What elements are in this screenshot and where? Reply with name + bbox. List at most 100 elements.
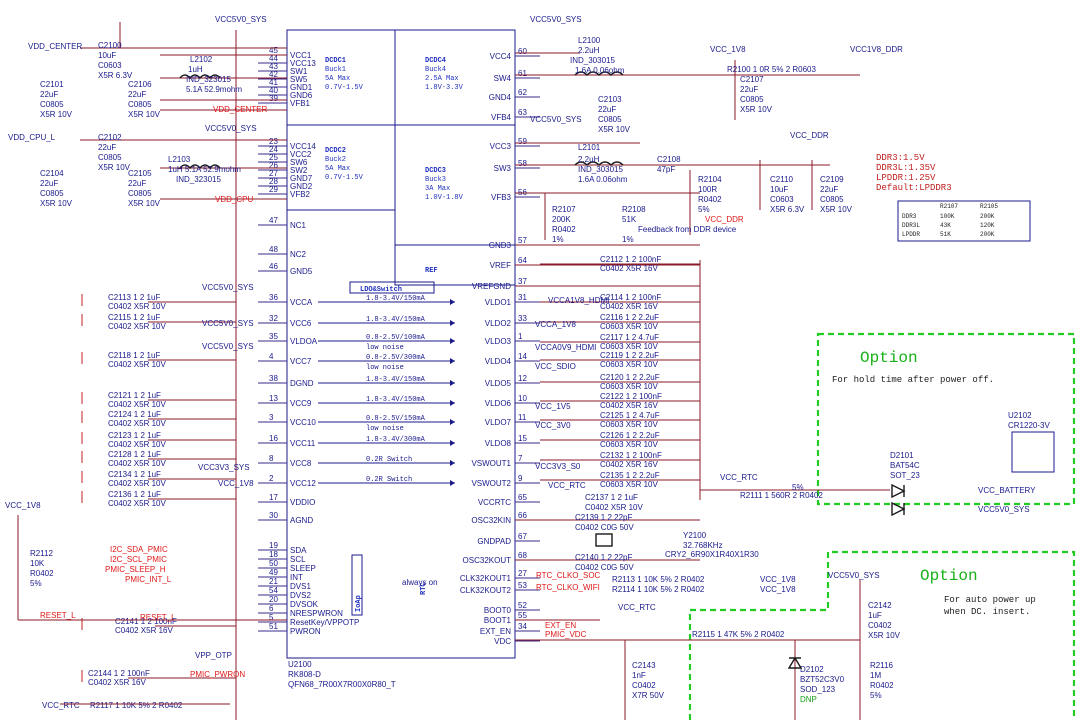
- ldo-spec-label: 0.8-2.5V/300mA: [366, 354, 426, 362]
- net-rtc-clko-wifi: RTC_CLKO_WIFI: [536, 583, 600, 592]
- u2102-part: CR1220-3V: [1008, 421, 1050, 430]
- r2113-label: R2113 1 10K 5% 2 R0402: [612, 575, 705, 584]
- cap-pkg-spec: C0402 X5R 10V: [108, 479, 166, 488]
- ldo-spec-lownoise: low noise: [366, 425, 404, 433]
- cap-ref: C2121 1 2 1uF: [108, 391, 161, 400]
- right-pin-name: OSC32KOUT: [463, 556, 512, 565]
- cap-spec: X5R 10V: [128, 110, 161, 119]
- left-pin-number: 48: [269, 245, 278, 254]
- c2139-label: C2139 1 2 22pF: [575, 513, 632, 522]
- net-pmic-int: PMIC_INT_L: [125, 575, 172, 584]
- cap-ref: C2112 1 2 100nF: [600, 255, 661, 264]
- r2117-label: R2117 1 10K 5% 2 R0402: [90, 701, 183, 710]
- right-pin-name: VLDO6: [485, 399, 512, 408]
- net-pmic-vdc: PMIC_VDC: [545, 630, 587, 639]
- net-vcc-3v0: VCC_3V0: [535, 421, 571, 430]
- left-pin-name: VCC2: [290, 150, 312, 159]
- left-pin-number: 6: [269, 604, 274, 613]
- ldo-spec-label: 0.2R Switch: [366, 456, 412, 464]
- r2107-pkg: R0402: [552, 225, 576, 234]
- c2143-ref: C2143: [632, 661, 656, 670]
- cap-ref: C2141 1 2 100nF: [115, 617, 177, 626]
- l2103-ref: L2103: [168, 155, 191, 164]
- net-vcca-1v8: VCCA_1V8: [535, 320, 576, 329]
- right-pin-number: 10: [518, 394, 527, 403]
- right-pin-name: VLDO5: [485, 379, 512, 388]
- r2107-tol: 1%: [552, 235, 564, 244]
- left-pin-name: PWRON: [290, 627, 321, 636]
- net-vdd-cpu-fb: VDD_CPU: [215, 195, 253, 204]
- l2100-ref: L2100: [578, 36, 601, 45]
- cap-ref: C2128 1 2 1uF: [108, 450, 161, 459]
- ldo-spec-label: 0.2R Switch: [366, 476, 412, 484]
- right-pin-name: VCC4: [490, 52, 512, 61]
- d2101-ref: D2101: [890, 451, 914, 460]
- ldo-spec-label: 1.8-3.4V/150mA: [366, 376, 426, 384]
- c2109-pkg: C0805: [820, 195, 844, 204]
- cap-pkg-spec: C0402 X5R 10V: [108, 459, 166, 468]
- left-pin-number: 35: [269, 332, 278, 341]
- y2100-pkg: CRY2_6R90X1R40X1R30: [665, 550, 759, 559]
- left-pin-name: NC1: [290, 221, 307, 230]
- right-pin-name: VLDO4: [485, 357, 512, 366]
- cap-ref: C2124 1 2 1uF: [108, 410, 161, 419]
- ddr-line-1: DDR3:1.5V: [876, 153, 925, 163]
- left-pin-name: VDDIO: [290, 498, 315, 507]
- pmic-part: RK808-D: [288, 670, 321, 679]
- ldo-arrow-head: [450, 358, 455, 364]
- left-pin-name: DGND: [290, 379, 314, 388]
- c2109-val: 22uF: [820, 185, 838, 194]
- ddr-line-2: DDR3L:1.35V: [876, 163, 936, 173]
- right-pin-name: VREFGND: [472, 282, 511, 291]
- cap-ref: C2135 1 2 2.2uF: [600, 471, 660, 480]
- r2104-val: 100R: [698, 185, 717, 194]
- net-vcc5v0-sys-3: VCC5V0_SYS: [202, 283, 254, 292]
- cap-pkg-spec: C0402 X5R 16V: [600, 401, 658, 410]
- net-pmic-sleep: PMIC_SLEEP_H: [105, 565, 166, 574]
- ldo-arrow-head: [450, 460, 455, 466]
- ddr-table-head: R2107: [940, 203, 958, 210]
- right-pin-name: GND4: [489, 93, 512, 102]
- left-pin-number: 20: [269, 595, 278, 604]
- r2114-label: R2114 1 10K 5% 2 R0402: [612, 585, 705, 594]
- right-pin-name: VSWOUT1: [471, 459, 511, 468]
- c2110-spec: X5R 6.3V: [770, 205, 805, 214]
- cap-pkg-spec: C0603 X5R 10V: [600, 360, 658, 369]
- net-vcc5v0-sys-4: VCC5V0_SYS: [202, 319, 254, 328]
- ddr-line-3: LPDDR:1.25V: [876, 173, 936, 183]
- ldo-spec-label: 0.8-2.5V/150mA: [366, 415, 426, 423]
- c2109-ref: C2109: [820, 175, 844, 184]
- r2100-label: R2100 1 0R 5% 2 R0603: [727, 65, 817, 74]
- ldo-arrow-head: [450, 338, 455, 344]
- left-pin-number: 47: [269, 216, 278, 225]
- left-pin-name: AGND: [290, 516, 313, 525]
- ldo-arrow-head: [450, 299, 455, 305]
- right-pin-name: VDC: [494, 637, 511, 646]
- left-pin-number: 3: [269, 413, 274, 422]
- l2103-pkg: IND_323015: [176, 175, 221, 184]
- cap-ref: C2113 1 2 1uF: [108, 293, 160, 302]
- ldo-spec-label: 1.8-3.4V/150mA: [366, 295, 426, 303]
- left-pin-number: 39: [269, 94, 278, 103]
- cap-ref: C2101: [40, 80, 64, 89]
- left-pin-number: 17: [269, 493, 278, 502]
- r2116-ref: R2116: [870, 661, 894, 670]
- left-pin-number: 51: [269, 622, 278, 631]
- left-pin-name: VCC11: [290, 439, 316, 448]
- ioap-box: [351, 554, 363, 616]
- c2142-val: 1uF: [868, 611, 882, 620]
- left-pin-name: VLDOA: [290, 337, 318, 346]
- cap-pkg-spec: C0402 X5R 10V: [108, 499, 166, 508]
- cap-val: 22uF: [40, 179, 58, 188]
- rtc-title: RTC: [420, 582, 428, 595]
- net-vcc1v8-ddr: VCC1V8_DDR: [850, 45, 903, 54]
- r2116-val: 1M: [870, 671, 881, 680]
- left-pin-name: INT: [290, 573, 303, 582]
- left-pin-number: 26: [269, 161, 278, 170]
- right-pin-name: SW3: [494, 164, 512, 173]
- ddr-table-head: R2105: [980, 203, 998, 210]
- dcdc4-range: 1.8V-3.3V: [425, 84, 464, 92]
- right-pin-name: BOOT0: [484, 606, 512, 615]
- net-vcc5v0-sys-top: VCC5V0_SYS: [215, 15, 267, 24]
